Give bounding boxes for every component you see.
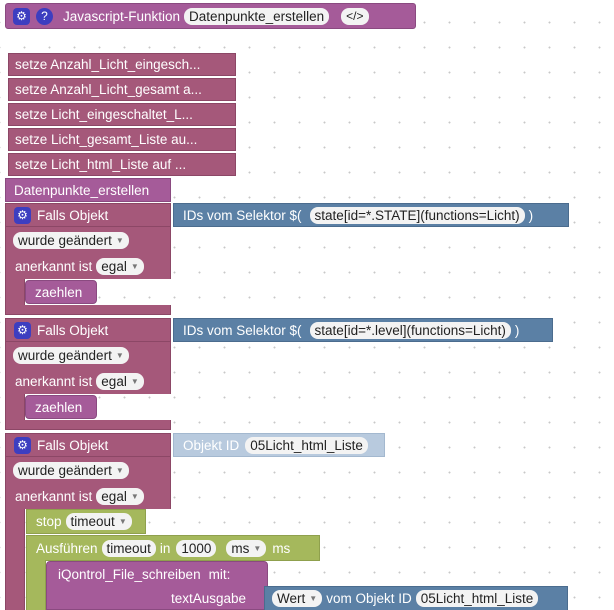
execute-timeout-block[interactable]: Ausführen timeout in 1000 ms▼ ms [26, 535, 320, 561]
javascript-function-block[interactable]: ⚙ ? Javascript-Funktion Datenpunkte_erst… [5, 3, 416, 29]
selector-block-2[interactable]: IDs vom Selektor $( state[id=*.level](fu… [173, 318, 553, 342]
object-id-label: Objekt ID [183, 437, 240, 453]
function-name-field[interactable]: Datenpunkte_erstellen [184, 7, 330, 25]
text-output-label: textAusgabe [170, 590, 246, 606]
gear-icon[interactable]: ⚙ [13, 7, 30, 25]
selector-block-1[interactable]: IDs vom Selektor $( state[id=*.STATE](fu… [173, 203, 569, 227]
trigger1-ack-row: anerkannt ist egal▼ [5, 253, 171, 279]
trigger3-body [5, 509, 25, 610]
trigger-block-1[interactable]: ⚙ Falls Objekt [5, 203, 171, 227]
ack-dropdown[interactable]: egal▼ [96, 372, 144, 390]
mit-label: mit: [208, 567, 231, 582]
setze-label: setze Licht_html_Liste auf ... [15, 157, 187, 172]
iqontrol-label: iQontrol_File_schreiben [58, 567, 201, 582]
delay-input[interactable]: 1000 [176, 539, 217, 557]
zaehlen-label: zaehlen [35, 399, 83, 415]
help-icon[interactable]: ? [36, 7, 53, 25]
zaehlen-call-2[interactable]: zaehlen [25, 395, 97, 419]
trigger-title: Falls Objekt [37, 322, 109, 338]
timeout-name-field[interactable]: timeout [101, 539, 156, 557]
setze-label: setze Anzahl_Licht_gesamt a... [15, 82, 202, 97]
trigger3-ack-row: anerkannt ist egal▼ [5, 483, 171, 509]
stop-label: stop [36, 514, 62, 529]
setze-label: setze Licht_gesamt_Liste au... [15, 132, 198, 147]
zaehlen-call-1[interactable]: zaehlen [25, 280, 97, 304]
selector-close: ) [514, 322, 520, 338]
selector-input[interactable]: state[id=*.level](functions=Licht) [309, 321, 511, 339]
selector-close: ) [528, 207, 534, 223]
gear-icon[interactable]: ⚙ [14, 436, 31, 454]
setze-block-1[interactable]: setze Anzahl_Licht_eingesch... [8, 53, 236, 76]
value-of-object-block[interactable]: Wert▼ vom Objekt ID 05Licht_html_Liste [264, 586, 568, 610]
selector-label: IDs vom Selektor $( [183, 322, 302, 338]
ack-label: anerkannt ist [15, 373, 93, 389]
changed-dropdown[interactable]: wurde geändert▼ [13, 461, 129, 479]
trigger-title: Falls Objekt [37, 207, 109, 223]
object-id-input[interactable]: 05Licht_html_Liste [245, 436, 368, 454]
setze-label: setze Licht_eingeschaltet_L... [15, 107, 193, 122]
setze-label: setze Anzahl_Licht_eingesch... [15, 57, 201, 72]
ack-dropdown[interactable]: egal▼ [96, 487, 144, 505]
stop-timeout-dropdown[interactable]: timeout▼ [65, 513, 132, 530]
ack-label: anerkannt ist [15, 258, 93, 274]
unit-dropdown[interactable]: ms▼ [226, 539, 267, 557]
ack-label: anerkannt ist [15, 488, 93, 504]
setze-block-5[interactable]: setze Licht_html_Liste auf ... [8, 153, 236, 176]
value-dropdown[interactable]: Wert▼ [272, 590, 323, 607]
trigger-block-3[interactable]: ⚙ Falls Objekt [5, 433, 171, 457]
selector-input[interactable]: state[id=*.STATE](functions=Licht) [309, 206, 525, 224]
trigger2-bottom [5, 420, 171, 430]
code-button[interactable]: </> [341, 7, 369, 25]
selector-label: IDs vom Selektor $( [183, 207, 302, 223]
gear-icon[interactable]: ⚙ [14, 206, 31, 224]
changed-dropdown[interactable]: wurde geändert▼ [13, 346, 129, 364]
unit-label: ms [272, 540, 291, 556]
object-id-block[interactable]: Objekt ID 05Licht_html_Liste [173, 433, 385, 457]
iqontrol-file-block[interactable]: iQontrol_File_schreiben mit: [46, 561, 268, 610]
trigger-title: Falls Objekt [37, 437, 109, 453]
vom-object-input[interactable]: 05Licht_html_Liste [415, 590, 539, 607]
ack-dropdown[interactable]: egal▼ [96, 257, 144, 275]
gear-icon[interactable]: ⚙ [14, 321, 31, 339]
trigger3-changed-row: wurde geändert▼ [5, 457, 171, 483]
trigger-block-2[interactable]: ⚙ Falls Objekt [5, 318, 171, 342]
execute-label: Ausführen [36, 540, 98, 556]
trigger1-bottom [5, 305, 171, 315]
trigger1-body [5, 279, 25, 306]
trigger2-changed-row: wurde geändert▼ [5, 342, 171, 368]
call-label: Datenpunkte_erstellen [14, 182, 150, 198]
in-label: in [159, 540, 171, 556]
trigger1-changed-row: wurde geändert▼ [5, 227, 171, 253]
function-label: Javascript-Funktion [63, 8, 181, 24]
execute-body [26, 560, 46, 610]
trigger2-ack-row: anerkannt ist egal▼ [5, 368, 171, 394]
setze-block-2[interactable]: setze Anzahl_Licht_gesamt a... [8, 78, 236, 101]
changed-dropdown[interactable]: wurde geändert▼ [13, 231, 129, 249]
call-datenpunkte-block[interactable]: Datenpunkte_erstellen [5, 178, 171, 202]
zaehlen-label: zaehlen [35, 284, 83, 300]
stop-timeout-block[interactable]: stop timeout▼ [26, 509, 146, 534]
vom-label: vom Objekt ID [326, 591, 412, 606]
setze-block-3[interactable]: setze Licht_eingeschaltet_L... [8, 103, 236, 126]
trigger2-body [5, 394, 25, 421]
setze-block-4[interactable]: setze Licht_gesamt_Liste au... [8, 128, 236, 151]
